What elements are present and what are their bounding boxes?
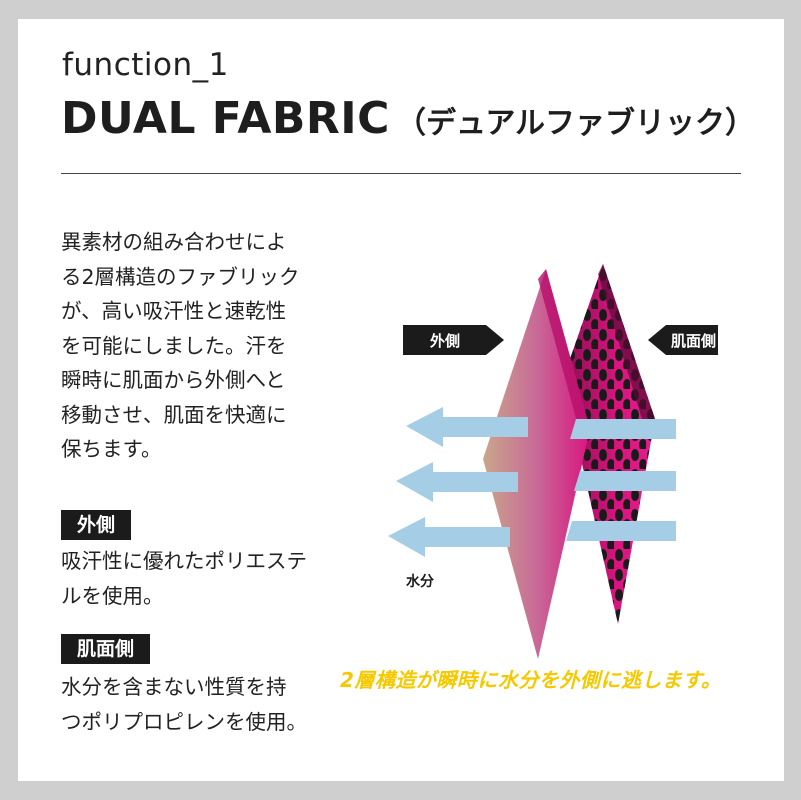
moisture-bar (570, 419, 676, 439)
page-title: DUAL FABRIC（デュアルファブリック） (61, 93, 755, 144)
outer-side-edge (538, 269, 590, 433)
inner-line: 水分を含まない性質を持 (61, 675, 287, 699)
intro-line: 瞬時に肌面から外側へと (61, 368, 286, 392)
moisture-arrow (406, 407, 528, 447)
moisture-arrow (388, 517, 510, 557)
inner-line: つポリプロピレンを使用。 (61, 709, 307, 734)
water-label: 水分 (406, 573, 434, 590)
skin-side-description: 水分を含まない性質を持 つポリプロピレンを使用。 (61, 670, 321, 739)
outer-line: ルを使用。 (61, 583, 164, 608)
intro-line: が、高い吸汗性と速乾性 (61, 299, 287, 323)
skin-label-text: 肌面側 (671, 332, 716, 350)
fabric-diagram: 外側 肌面側 水分 (388, 264, 718, 659)
outer-line: 吸汗性に優れたポリエステ (61, 549, 307, 573)
outer-label-text: 外側 (429, 332, 460, 350)
divider (61, 173, 741, 174)
moisture-bar (574, 471, 676, 491)
intro-line: る2層構造のファブリック (61, 264, 300, 289)
outer-side-tag: 外側 (61, 510, 132, 540)
skin-side-tag: 肌面側 (61, 634, 151, 664)
skin-label-arrow (648, 325, 718, 355)
outer-side-description: 吸汗性に優れたポリエステ ルを使用。 (61, 544, 321, 613)
moisture-bar (566, 521, 676, 541)
moisture-arrow (396, 462, 518, 502)
function-label: function_1 (62, 47, 229, 83)
intro-line: 保ちます。 (61, 437, 162, 461)
skin-side-edge (598, 264, 655, 439)
intro-line: 異素材の組み合わせによ (61, 230, 287, 254)
intro-line: を可能にしました。汗を (61, 333, 287, 358)
intro-line: 移動させ、肌面を快適に (61, 402, 287, 427)
intro-paragraph: 異素材の組み合わせによ る2層構造のファブリック が、高い吸汗性と速乾性 を可能… (61, 225, 311, 467)
title-japanese: （デュアルファブリック） (395, 106, 756, 141)
content-card: function_1 DUAL FABRIC（デュアルファブリック） 異素材の組… (18, 19, 784, 781)
title-english: DUAL FABRIC (61, 93, 390, 144)
outer-label-arrow (403, 325, 504, 355)
outer-side-layer (483, 269, 590, 659)
diagram-caption: 2層構造が瞬時に水分を外側に逃します。 (340, 668, 722, 692)
